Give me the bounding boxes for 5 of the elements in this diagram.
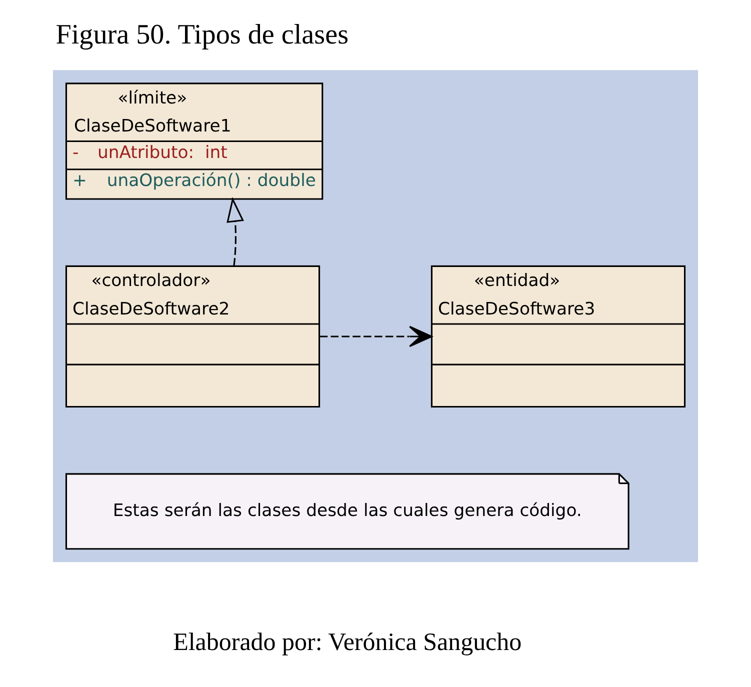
caption: Elaborado por: Verónica Sangucho <box>173 629 522 656</box>
arrow <box>226 197 244 266</box>
cluster <box>52 70 698 562</box>
diagram-title: Figura 50. Tipos de clases <box>56 19 349 50</box>
arrow <box>320 326 432 348</box>
